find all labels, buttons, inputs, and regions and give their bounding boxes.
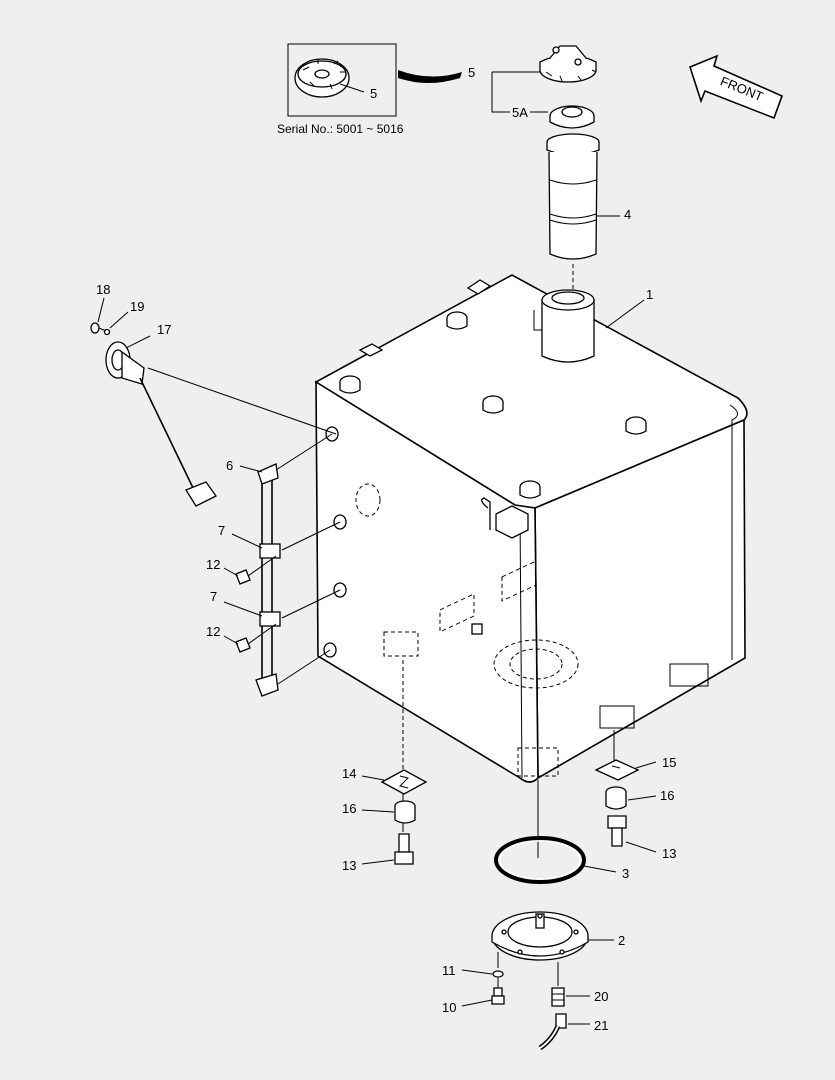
label-12a: 12: [206, 557, 220, 572]
label-2: 2: [618, 933, 625, 948]
label-10: 10: [442, 1000, 456, 1015]
strainer: [546, 133, 600, 300]
label-6: 6: [226, 458, 233, 473]
o-ring: [494, 836, 586, 884]
label-16b: 16: [660, 788, 674, 803]
cover-plate: [491, 911, 589, 961]
label-21: 21: [594, 1018, 608, 1033]
label-11: 11: [442, 963, 456, 978]
filler-neck: [533, 289, 595, 363]
shim-15: [594, 759, 640, 781]
cushion-16-left: [394, 800, 416, 824]
inset-serial-variant: 5 Serial No.: 5001 ~ 5016: [277, 43, 462, 136]
level-gauge: [105, 341, 337, 507]
label-17: 17: [157, 322, 171, 337]
front-arrow: FRONT: [689, 54, 784, 120]
label-14: 14: [342, 766, 356, 781]
adapter-ring: [549, 105, 595, 129]
label-13a: 13: [342, 858, 356, 873]
filler-cap: [539, 45, 597, 83]
washer-11: [492, 970, 504, 978]
screw-18: [90, 322, 107, 334]
bolt-10: [491, 987, 505, 1005]
inset-frame: [287, 43, 397, 117]
fuel-tank: [314, 274, 748, 783]
label-5: 5: [468, 65, 475, 80]
bolt-13-right: [607, 815, 627, 847]
label-3: 3: [622, 866, 629, 881]
label-5a: 5A: [512, 105, 528, 120]
bolt-13-left: [394, 833, 414, 865]
sight-gauge: [235, 433, 341, 697]
label-1: 1: [646, 287, 653, 302]
label-7b: 7: [210, 589, 217, 604]
label-13b: 13: [662, 846, 676, 861]
label-16a: 16: [342, 801, 356, 816]
top-bosses: [339, 311, 647, 499]
serial-caption: Serial No.: 5001 ~ 5016: [277, 122, 404, 136]
label-12b: 12: [206, 624, 220, 639]
label-4: 4: [624, 207, 631, 222]
label-15: 15: [662, 755, 676, 770]
inset-pointer-arrow: [398, 70, 462, 83]
washer-19: [103, 328, 111, 336]
shim-14: [380, 769, 428, 795]
inset-part-label: 5: [370, 86, 377, 101]
label-19: 19: [130, 299, 144, 314]
inset-cap-icon: [294, 58, 350, 98]
cushion-16-right: [605, 786, 627, 810]
elbow-21: [538, 1013, 567, 1051]
fitting-20: [551, 987, 565, 1007]
label-18: 18: [96, 282, 110, 297]
label-20: 20: [594, 989, 608, 1004]
label-7a: 7: [218, 523, 225, 538]
